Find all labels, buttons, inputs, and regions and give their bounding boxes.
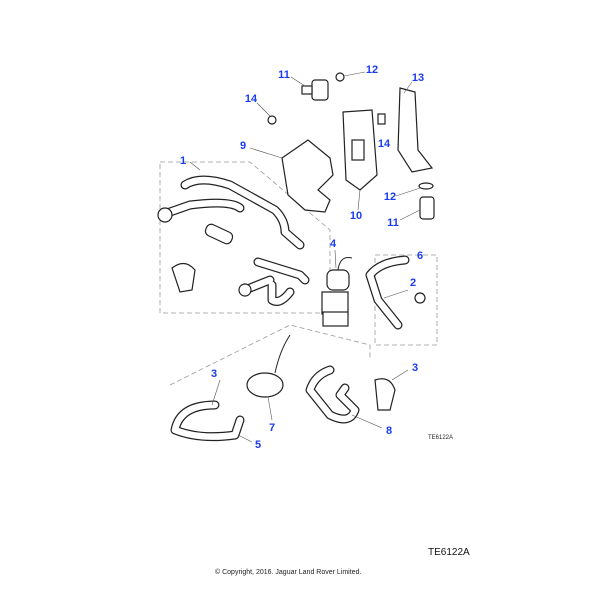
callout-12[interactable]: 12	[383, 191, 397, 203]
callout-14[interactable]: 14	[244, 93, 258, 105]
callout-3[interactable]: 3	[210, 368, 218, 380]
callout-6[interactable]: 6	[416, 250, 424, 262]
callout-14[interactable]: 14	[377, 138, 391, 150]
callout-1[interactable]: 1	[179, 155, 187, 167]
callout-13[interactable]: 13	[411, 72, 425, 84]
callout-5[interactable]: 5	[254, 439, 262, 451]
callout-4[interactable]: 4	[329, 238, 337, 250]
callout-9[interactable]: 9	[239, 140, 247, 152]
callout-8[interactable]: 8	[385, 425, 393, 437]
diagram-ref: TE6122A	[428, 547, 470, 558]
callout-11[interactable]: 11	[387, 217, 399, 229]
callout-2[interactable]: 2	[409, 277, 417, 289]
callout-7[interactable]: 7	[268, 422, 276, 434]
callout-12[interactable]: 12	[365, 64, 379, 76]
callout-10[interactable]: 10	[349, 210, 363, 222]
diagram-ref-small: TE6122A	[428, 435, 454, 441]
copyright-notice: © Copyright, 2016. Jaguar Land Rover Lim…	[215, 569, 362, 576]
callout-3[interactable]: 3	[411, 362, 419, 374]
callout-11[interactable]: 11	[278, 69, 290, 81]
